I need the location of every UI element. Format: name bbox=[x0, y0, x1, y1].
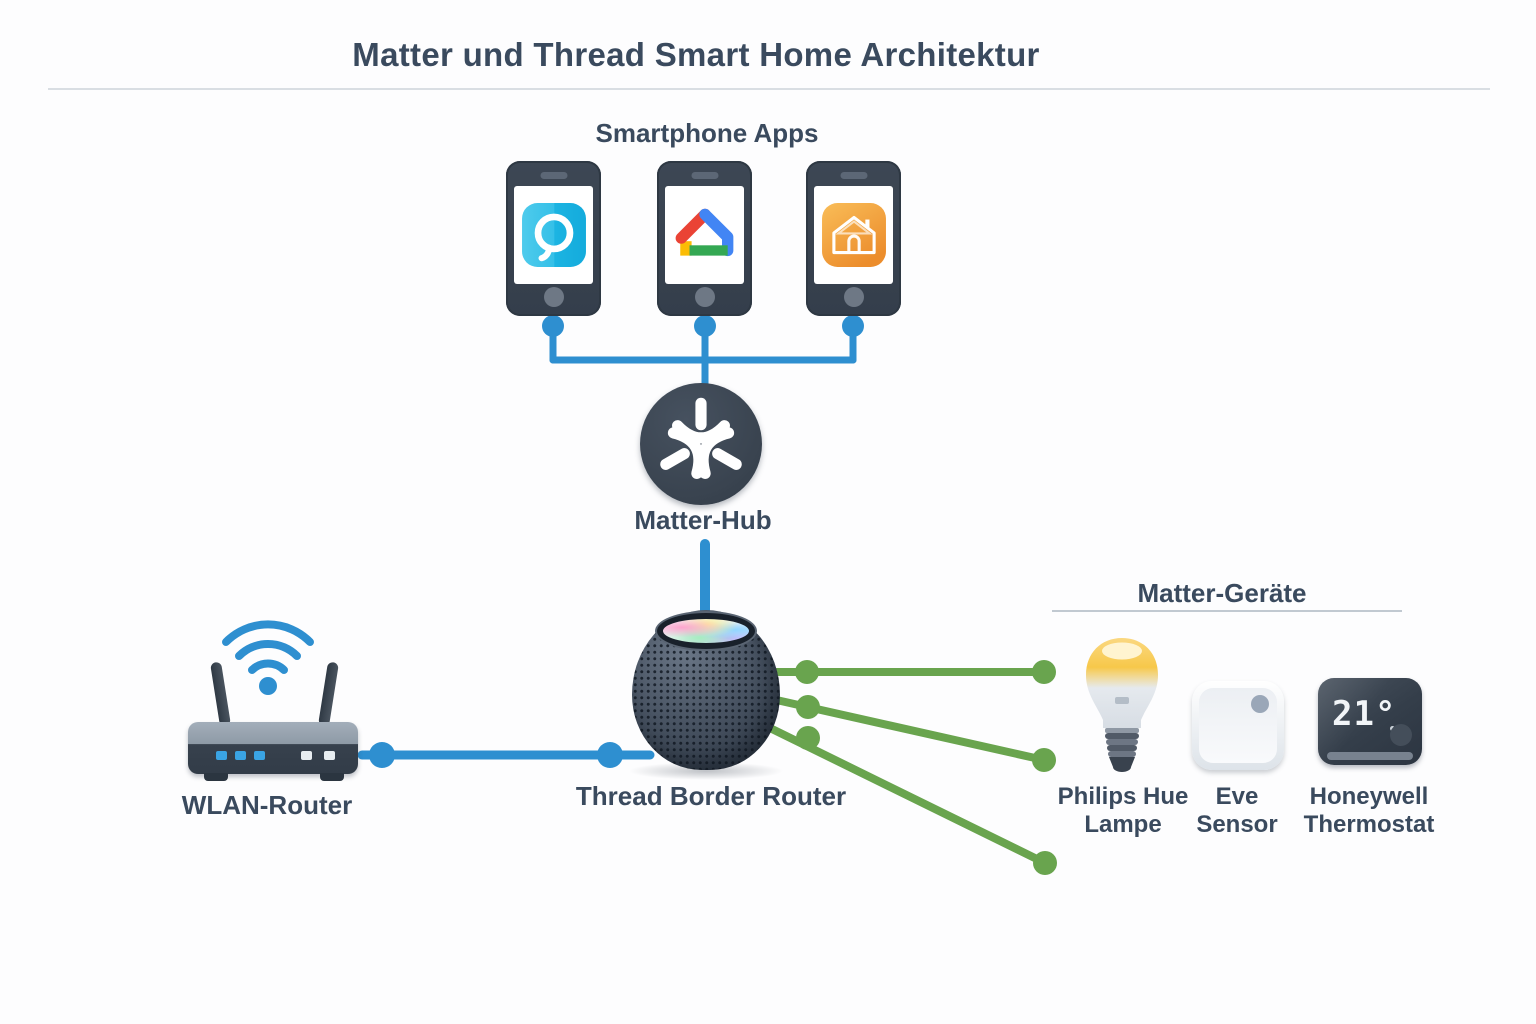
router-led bbox=[216, 751, 227, 760]
eve-sensor-icon bbox=[1192, 681, 1284, 770]
phone-screen bbox=[514, 186, 593, 284]
thermostat-knob bbox=[1390, 724, 1412, 746]
alexa-app-icon bbox=[521, 203, 586, 267]
google-home-app-icon bbox=[675, 208, 733, 257]
thermostat-icon: 21° bbox=[1318, 678, 1422, 765]
router-foot bbox=[204, 773, 228, 781]
router-led bbox=[301, 751, 312, 760]
matter-logo-icon bbox=[660, 397, 742, 479]
thermostat-bottom-bar bbox=[1327, 752, 1413, 760]
phone-screen bbox=[665, 186, 744, 284]
matter-hub-node bbox=[640, 383, 762, 505]
smartphone-google-home bbox=[657, 161, 752, 316]
thread-border-router-label: Thread Border Router bbox=[575, 781, 847, 811]
apple-home-app-icon bbox=[821, 203, 886, 267]
phone-home-button bbox=[843, 287, 864, 307]
smartphone-apple-home bbox=[806, 161, 901, 316]
wlan-router-device bbox=[188, 722, 358, 774]
thermostat-temperature: 21° bbox=[1332, 694, 1397, 734]
phone-home-button bbox=[694, 287, 715, 307]
homepod-touch-surface bbox=[657, 613, 755, 649]
devices-section-heading: Matter-Geräte bbox=[1137, 578, 1307, 608]
homepod-speaker bbox=[632, 610, 780, 770]
hue-bulb-icon bbox=[1086, 638, 1158, 772]
title-divider bbox=[48, 88, 1490, 90]
router-foot bbox=[320, 773, 344, 781]
device-label-eve: Eve Sensor bbox=[1196, 783, 1278, 838]
wlan-router-label: WLAN-Router bbox=[181, 790, 353, 820]
device-label-hue: Philips Hue Lampe bbox=[1057, 783, 1189, 838]
router-led bbox=[254, 751, 265, 760]
smartphone-alexa bbox=[506, 161, 601, 316]
eve-sensor-dot bbox=[1251, 695, 1269, 713]
router-led bbox=[235, 751, 246, 760]
matter-hub-label: Matter-Hub bbox=[634, 505, 772, 535]
phone-speaker bbox=[540, 172, 567, 179]
apps-section-heading: Smartphone Apps bbox=[595, 118, 819, 148]
device-label-honeywell: Honeywell Thermostat bbox=[1303, 783, 1435, 838]
phone-home-button bbox=[543, 287, 564, 307]
devices-divider bbox=[1052, 610, 1402, 612]
page-title: Matter und Thread Smart Home Architektur bbox=[352, 36, 1040, 73]
phone-speaker bbox=[840, 172, 867, 179]
wifi-icon bbox=[222, 620, 314, 695]
router-led bbox=[324, 751, 335, 760]
homepod-shadow bbox=[628, 762, 784, 780]
phone-screen bbox=[814, 186, 893, 284]
phone-speaker bbox=[691, 172, 718, 179]
